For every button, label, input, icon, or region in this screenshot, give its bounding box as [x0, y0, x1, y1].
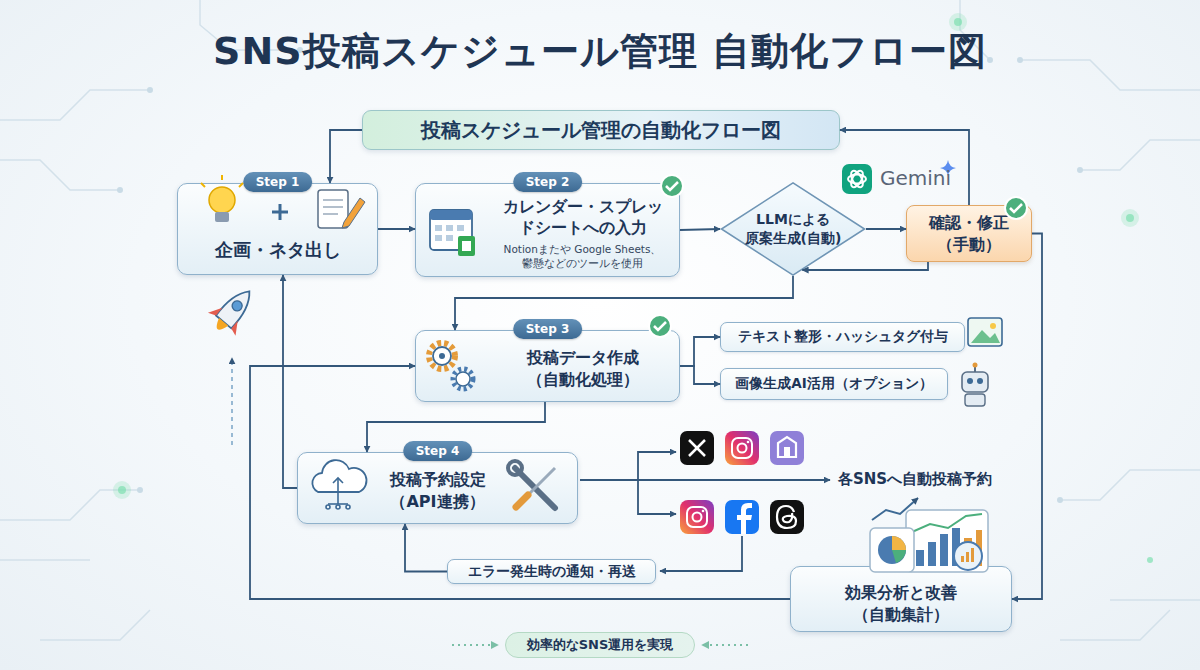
node-text: カレンダー・スプレッ ドシートへの入力: [494, 196, 671, 239]
robot-icon: [962, 363, 988, 407]
node-text: テキスト整形・ハッシュタグ付与: [738, 328, 948, 346]
image-icon: [968, 318, 1002, 346]
decision-diamond: LLMによる 原案生成(自動): [720, 182, 866, 276]
flow-arrow: [680, 337, 720, 366]
caption-pill: 効率的なSNS運用を実現: [505, 632, 695, 658]
flow-arrow: [680, 229, 720, 230]
node-text: LLMによる 原案生成(自動): [742, 210, 844, 248]
sns-wire: [580, 452, 830, 571]
flow-arrow: [378, 228, 415, 230]
node-text: 投稿予約設定 （API連携）: [378, 469, 497, 512]
flow-arrow: [405, 524, 447, 572]
flow-arrow: [866, 228, 906, 230]
node-text: 確認・修正 （手動）: [915, 212, 1023, 255]
flow-arrow: [840, 130, 969, 205]
flow-arrow: [802, 262, 928, 270]
node-text: 画像生成AI活用（オプション）: [735, 375, 932, 393]
process-box: Step 3投稿データ作成 （自動化処理）: [415, 330, 680, 402]
process-box: Step 2カレンダー・スプレッ ドシートへの入力Notionまたや Googl…: [415, 183, 680, 277]
step-badge: Step 3: [513, 319, 583, 339]
diamond-outline: [720, 182, 866, 276]
title-banner: 投稿スケジュール管理の自動化フロー図: [362, 110, 840, 150]
process-box: Step 4投稿予約設定 （API連携）: [297, 452, 578, 524]
note-label: 各SNSへ自動投稿予約: [838, 470, 992, 489]
rocket-illustration: [204, 280, 263, 445]
step-badge: Step 4: [403, 441, 473, 461]
step-badge: Step 2: [513, 172, 583, 192]
manual-step-box: 確認・修正 （手動）: [906, 205, 1032, 262]
chart-illustration: [870, 498, 988, 572]
node-text: エラー発生時の通知・再送: [468, 563, 636, 581]
step-badge: Step 1: [243, 172, 313, 192]
node-text: 投稿データ作成 （自動化処理）: [496, 347, 669, 390]
flow-arrow: [283, 275, 297, 488]
page-title: SNS投稿スケジュール管理 自動化フロー図: [0, 26, 1200, 77]
diamond-shape: [721, 183, 864, 275]
node-text: 効果分析と改善 （自動集計）: [811, 582, 991, 625]
sns-icon: [680, 431, 804, 534]
process-box: Step 1企画・ネタ出し: [177, 183, 378, 275]
brand-label: Gemini: [880, 166, 951, 190]
sub-process-box: 画像生成AI活用（オプション）: [720, 368, 948, 400]
sub-process-box: テキスト整形・ハッシュタグ付与: [720, 322, 965, 352]
flow-arrow: [680, 366, 720, 384]
llm-logo: [842, 160, 956, 194]
node-text: 投稿スケジュール管理の自動化フロー図: [421, 117, 781, 144]
flow-arrow: [330, 130, 362, 183]
flow-arrow: [1012, 234, 1042, 600]
sub-process-box: エラー発生時の通知・再送: [447, 559, 656, 584]
node-text: 企画・ネタ出し: [215, 238, 341, 262]
node-text: Notionまたや Google Sheets、 鬱懸などのツールを使用: [494, 242, 671, 270]
process-box: 効果分析と改善 （自動集計）: [790, 566, 1012, 632]
